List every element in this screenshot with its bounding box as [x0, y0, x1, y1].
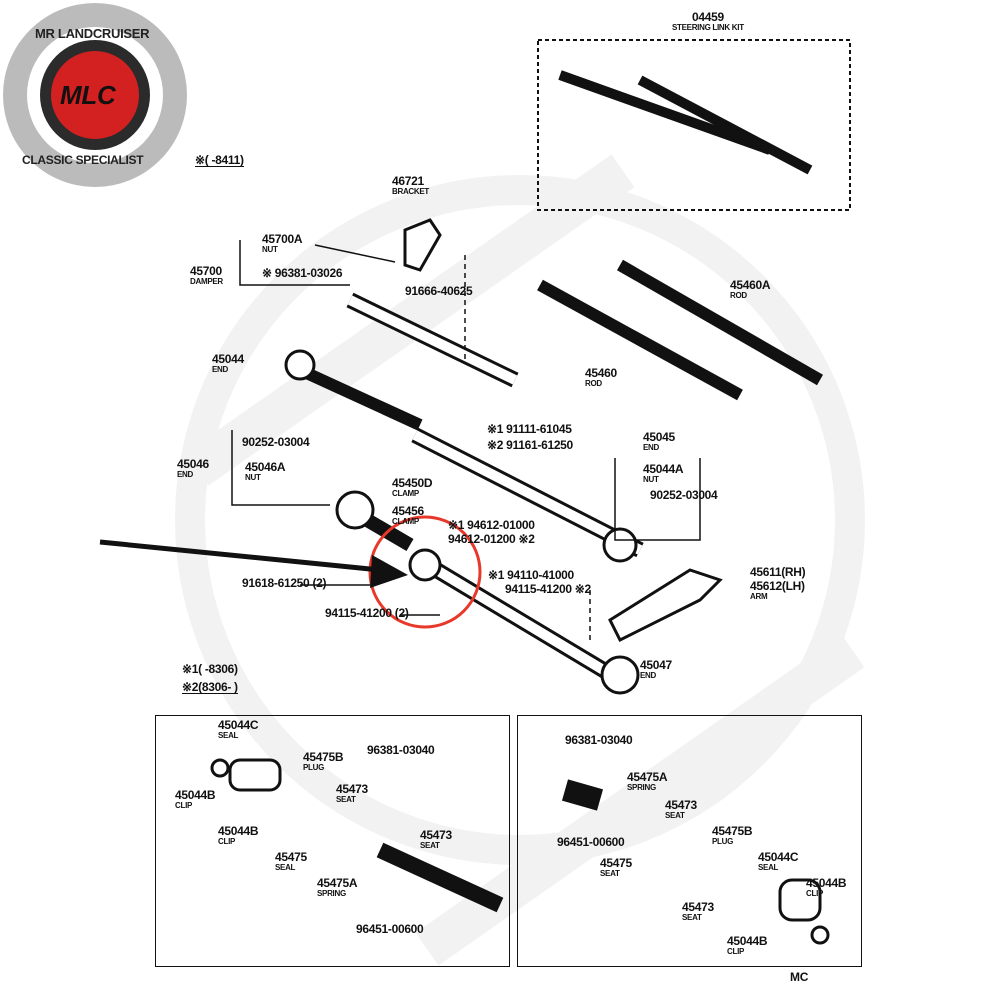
watermark [185, 154, 865, 966]
part-label: 91666-40625 [405, 284, 473, 298]
part-label: 96381-03040 [565, 733, 633, 747]
corner-code: MC [790, 970, 809, 984]
part-label: ※2 91161-61250 [487, 438, 573, 452]
highlight-circle [368, 515, 482, 629]
range-note: ※( -8411) [195, 153, 244, 167]
part-label: 94115-41200 (2) [325, 606, 409, 620]
detail-box-left [155, 715, 510, 967]
part-label: ※1 94110-41000 [488, 568, 574, 582]
part-label: 90252-03004 [242, 435, 310, 449]
logo-bottom-text: CLASSIC SPECIALIST [22, 153, 144, 167]
part-label: ※1 91111-61045 [487, 422, 572, 436]
part-label: 45612(LH)ARM [750, 579, 805, 601]
part-label: 90252-03004 [650, 488, 718, 502]
part-label: 91618-61250 (2) [242, 576, 327, 590]
part-label: 96381-03040 [367, 743, 435, 757]
part-label: 45611(RH) [750, 565, 806, 579]
part-label: 94612-01200 ※2 [448, 532, 535, 546]
part-label: 94115-41200 ※2 [505, 582, 591, 596]
part-label: 96451-00600 [356, 922, 424, 936]
logo-mark: MLC [60, 80, 116, 110]
part-label: 96451-00600 [557, 835, 625, 849]
logo: MR LANDCRUISER MLC CLASSIC SPECIALIST [0, 0, 190, 190]
part-label: ※ 96381-03026 [262, 266, 343, 280]
note: ※2(8306- ) [182, 680, 238, 694]
pointer-arrow [99, 539, 381, 573]
logo-top-text: MR LANDCRUISER [35, 26, 150, 41]
part-label: ※1 94612-01000 [448, 518, 535, 532]
note: ※1( -8306) [182, 662, 238, 676]
detail-box-right [517, 715, 862, 967]
